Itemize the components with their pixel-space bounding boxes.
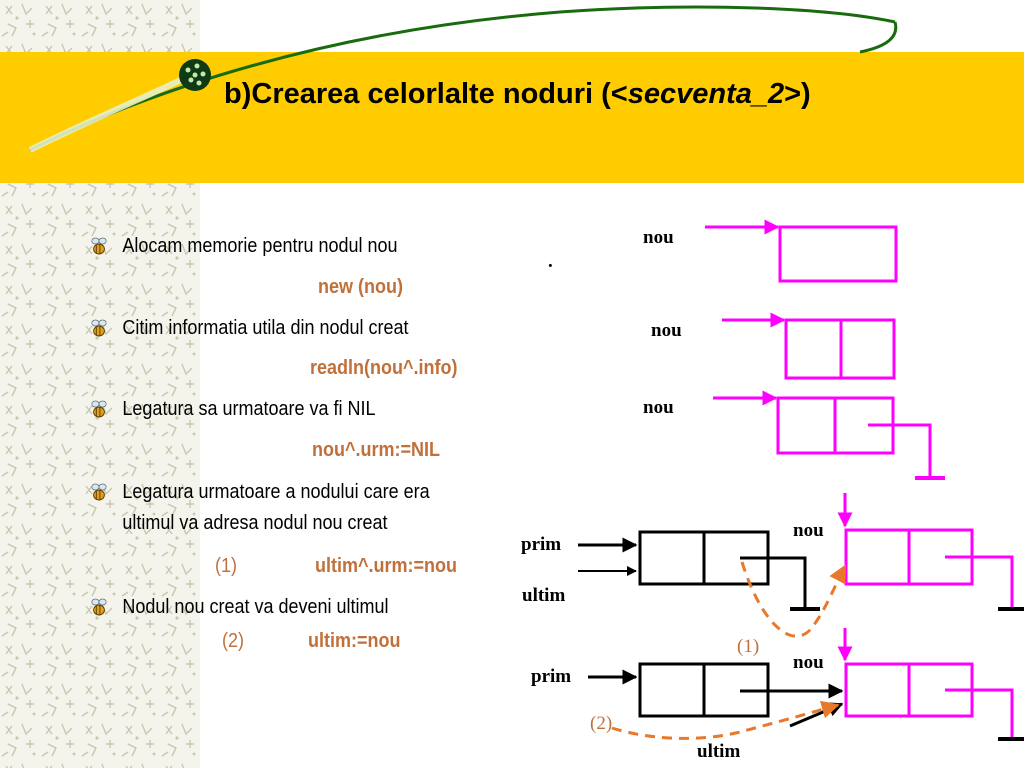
nou-label-2: nou	[651, 320, 682, 341]
bullet-text: Legatura urmatoare a nodului care era	[122, 481, 430, 503]
code-new: new (nou)	[318, 276, 403, 298]
stage-step2: prim nou ultim (2)	[531, 628, 1024, 762]
code-step1: ultim^.urm:=nou	[315, 555, 458, 577]
dot-mark: .	[548, 251, 553, 272]
node-box	[778, 225, 898, 283]
bullet-text-line2: ultimul va adresa nodul nou creat	[122, 512, 388, 534]
step-one-label: (1)	[215, 555, 238, 577]
title-band	[0, 52, 1024, 183]
ultim-label-2: ultim	[697, 741, 740, 762]
step-two-label: (2)	[222, 630, 245, 652]
bullet-text: Alocam memorie pentru nodul nou	[122, 235, 398, 257]
bee-bullet-icon	[91, 598, 107, 616]
bullet-text: Legatura sa urmatoare va fi NIL	[122, 398, 376, 420]
prim-label-1: prim	[521, 534, 561, 555]
stage-step1: prim ultim nou (1)	[521, 493, 1024, 657]
stage-nil: nou	[643, 390, 945, 480]
code-nil: nou^.urm:=NIL	[312, 439, 441, 461]
stage-info: nou	[651, 312, 896, 380]
prim-label-2: prim	[531, 666, 571, 687]
code-step2: ultim:=nou	[308, 630, 401, 652]
step2-diagram-label: (2)	[590, 713, 612, 734]
code-readln: readln(nou^.info)	[310, 357, 458, 379]
nou-label-4: nou	[793, 520, 824, 541]
bullet-text: Citim informatia utila din nodul creat	[122, 317, 409, 339]
stage-new-node: nou .	[548, 219, 898, 283]
globe-icon	[179, 59, 211, 91]
nou-label-5: nou	[793, 652, 824, 673]
bee-bullet-icon	[91, 400, 107, 418]
nou-label-1: nou	[643, 227, 674, 248]
step1-diagram-label: (1)	[737, 636, 759, 657]
slide-title: b)Crearea celorlalte noduri (<secventa_2…	[224, 78, 811, 110]
bee-bullet-icon	[91, 319, 107, 337]
bee-bullet-icon	[91, 483, 107, 501]
nou-label-3: nou	[643, 397, 674, 418]
ultim-label-1: ultim	[522, 585, 565, 606]
bullet-text: Nodul nou creat va deveni ultimul	[122, 596, 389, 618]
bee-bullet-icon	[91, 237, 107, 255]
title-decoration	[28, 5, 898, 153]
